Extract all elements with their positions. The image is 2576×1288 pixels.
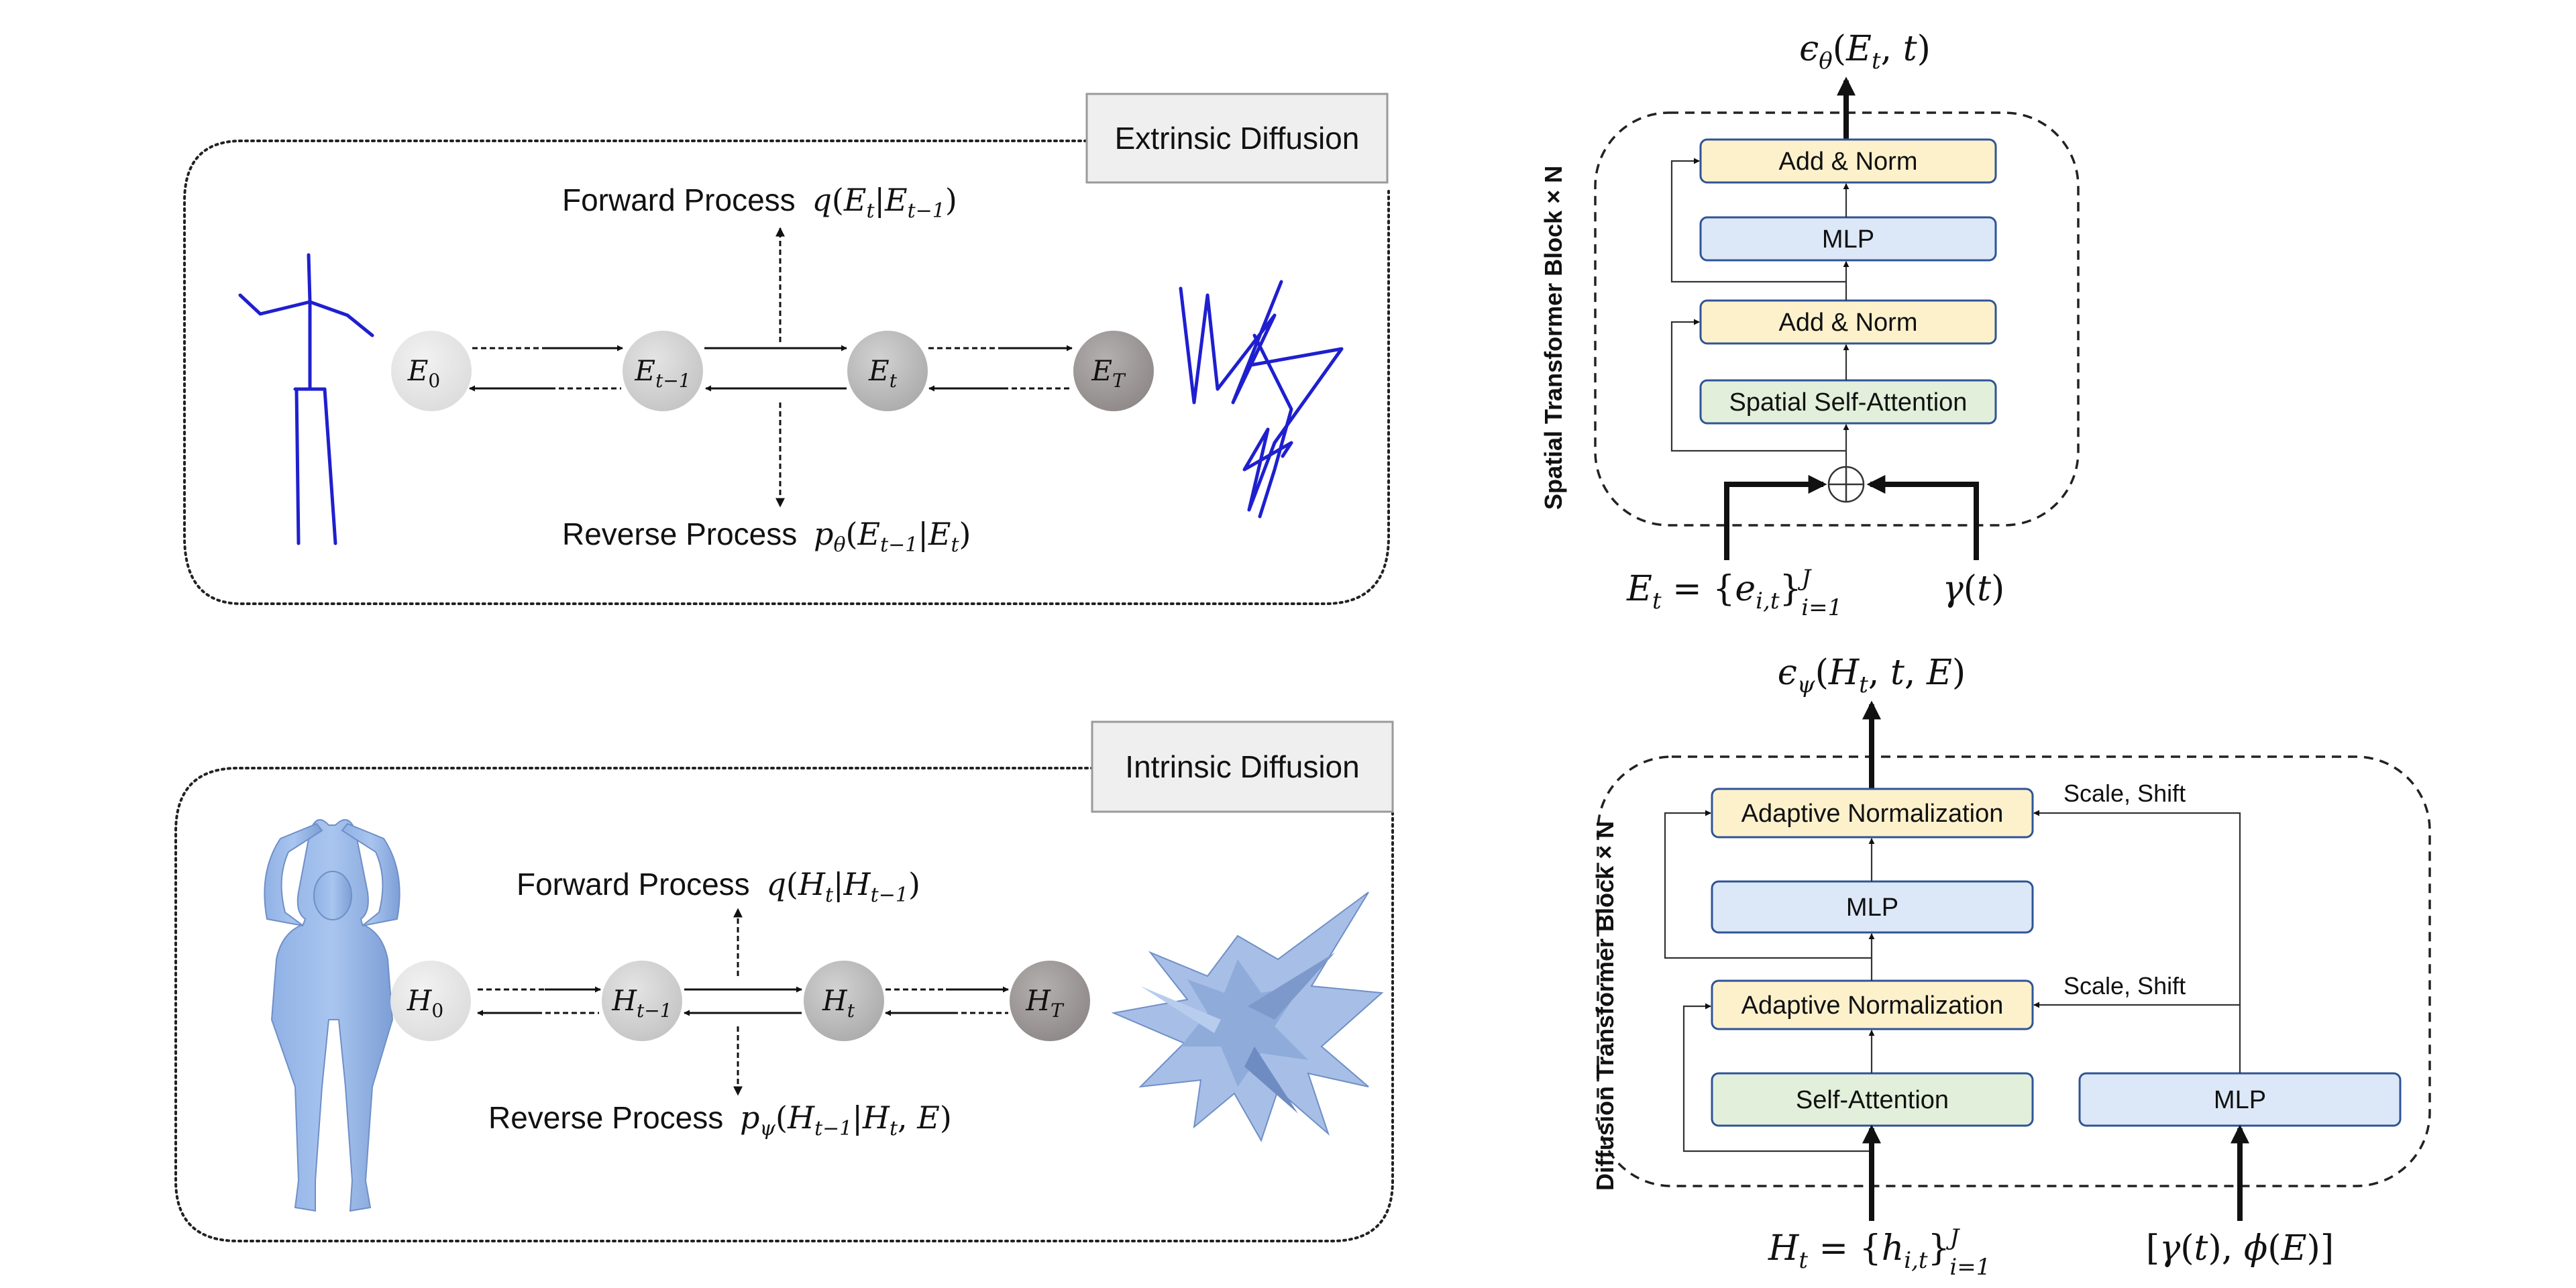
diffusion-block-side-label: Diffusion Transformer Block × N — [1591, 821, 1619, 1191]
intrinsic-reverse-label: Reverse Process pψ(Ht−1|Ht, E) — [488, 1099, 952, 1140]
diffusion-adaptive-norm-top-label: Adaptive Normalization — [1741, 800, 2004, 828]
intrinsic-node-ht: Ht — [804, 961, 884, 1041]
diffusion-internal-arrows — [1664, 810, 2241, 1152]
spatial-self-attention — [1699, 379, 1997, 425]
spatial-add-norm-bottom-label: Add & Norm — [1779, 309, 1918, 337]
extrinsic-panel: Extrinsic Diffusion Forward Process q(Et… — [183, 93, 1390, 605]
spatial-mlp-label: MLP — [1822, 225, 1874, 254]
spatial-add-norm-bottom — [1699, 299, 1997, 345]
extrinsic-title-box — [1085, 93, 1389, 184]
intrinsic-title-box — [1091, 720, 1394, 813]
extrinsic-title: Extrinsic Diffusion — [1115, 121, 1360, 156]
diffusion-self-attention-label: Self-Attention — [1796, 1086, 1949, 1114]
intrinsic-panel: Intrinsic Diffusion Forward Process q(Ht… — [174, 720, 1394, 1242]
spatial-internal-arrows — [1670, 158, 1849, 467]
svg-text:Et: Et — [868, 354, 898, 392]
diffusion-input-cond-label: [γ(t), ϕ(E)] — [2146, 1228, 2334, 1269]
spatial-self-attention-label: Spatial Self-Attention — [1729, 388, 1968, 417]
spatial-input-gamma-label: γ(t) — [1943, 569, 2005, 609]
intrinsic-node-hT: HT — [1010, 961, 1090, 1041]
spatial-output-label: ϵθ(Et, t) — [1799, 29, 1931, 74]
spatial-block-side-label: Spatial Transformer Block × N — [1540, 166, 1567, 510]
condition-mlp-label: MLP — [2214, 1086, 2266, 1114]
intrinsic-panel-border — [174, 767, 1394, 1242]
svg-text:Et−1: Et−1 — [634, 354, 690, 392]
intrinsic-title: Intrinsic Diffusion — [1125, 749, 1359, 784]
diffusion-adaptive-norm-bottom-label: Adaptive Normalization — [1741, 991, 2004, 1020]
intrinsic-node-h0: H0 — [390, 961, 471, 1041]
svg-text:HT: HT — [1025, 984, 1065, 1022]
scale-shift-top-label: Scale, Shift — [2063, 780, 2186, 807]
svg-text:E0: E0 — [407, 354, 441, 392]
spatial-input-arrow-left — [1724, 475, 1827, 560]
svg-text:Ht−1: Ht−1 — [611, 984, 672, 1022]
spatial-add-norm-top-label: Add & Norm — [1779, 148, 1918, 176]
spatial-block-frame — [1594, 111, 2080, 527]
svg-text:H0: H0 — [407, 984, 443, 1022]
extrinsic-node-et-1: Et−1 — [623, 331, 703, 411]
extrinsic-chain-arrows — [469, 345, 1073, 392]
svg-text:Ht: Ht — [822, 984, 855, 1022]
extrinsic-node-e0: E0 — [391, 331, 472, 411]
intrinsic-node-ht-1: Ht−1 — [602, 961, 682, 1041]
human-mesh-icon — [264, 819, 400, 1212]
diffusion-block-frame — [1597, 755, 2431, 1187]
svg-text:ET: ET — [1091, 354, 1126, 392]
extrinsic-reverse-label: Reverse Process pθ(Et−1|Et) — [562, 516, 971, 557]
diffusion-output-label: ϵψ(Ht, t, E) — [1778, 653, 1966, 698]
noisy-skeleton-icon — [1179, 280, 1344, 519]
skeleton-icon — [238, 253, 374, 545]
extrinsic-forward-label: Forward Process q(Et|Et−1) — [562, 182, 957, 223]
extrinsic-node-eT: ET — [1073, 331, 1154, 411]
diffusion-adaptive-norm-top — [1711, 788, 2034, 839]
diffusion-transformer-block: ϵψ(Ht, t, E) Diffusion Transformer Block… — [1591, 653, 2431, 1281]
extrinsic-node-et: Et — [847, 331, 928, 411]
diffusion-mlp-label: MLP — [1846, 894, 1898, 922]
spatial-add-norm-top — [1699, 138, 1997, 184]
extrinsic-panel-border — [183, 140, 1390, 605]
intrinsic-chain-arrows — [477, 986, 1009, 1016]
noisy-mesh-icon — [1111, 892, 1384, 1142]
scale-shift-bottom-label: Scale, Shift — [2063, 972, 2186, 1000]
intrinsic-forward-label: Forward Process q(Ht|Ht−1) — [517, 866, 920, 907]
sum-node-icon — [1827, 466, 1865, 503]
spatial-mlp — [1699, 216, 1997, 262]
spatial-input-arrow-right — [1866, 475, 1979, 560]
spatial-transformer-block: ϵθ(Et, t) Spatial Transformer Block × N … — [1540, 29, 2080, 621]
